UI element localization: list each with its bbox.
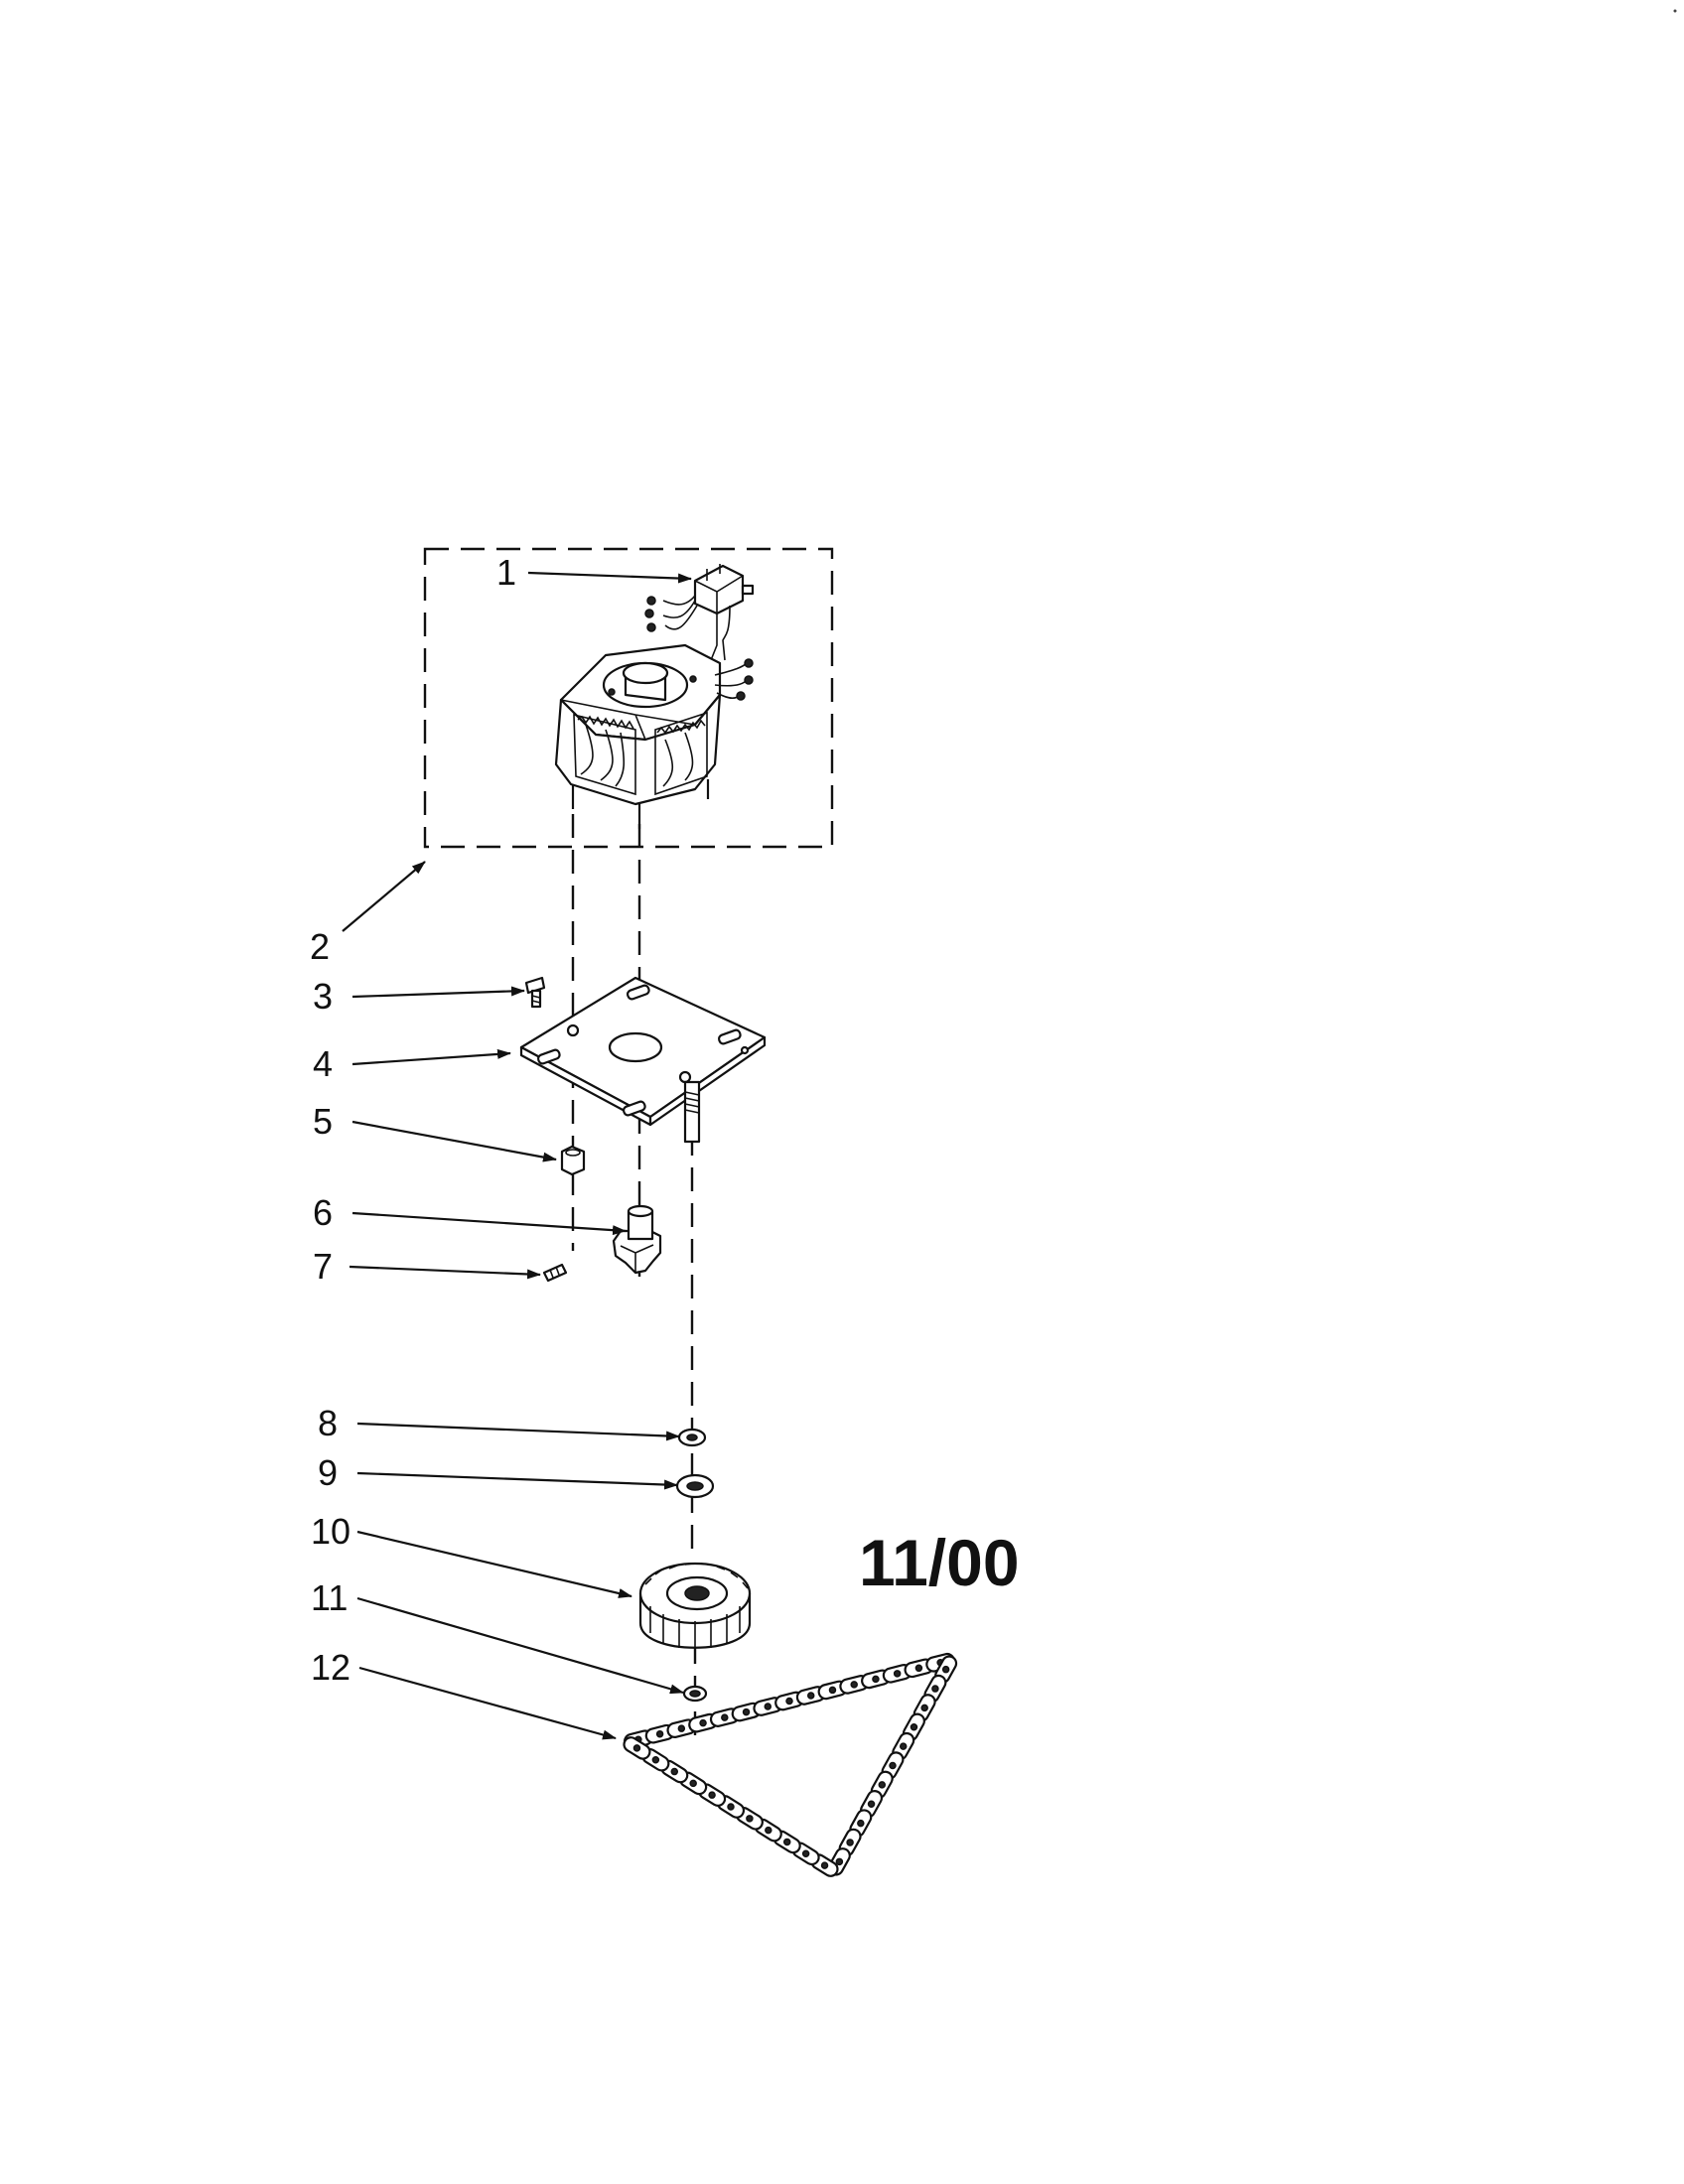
callout-1: 1 [496, 552, 516, 593]
chain-pin [746, 1815, 754, 1823]
chain-pin [846, 1839, 854, 1846]
chain-pin [801, 1849, 810, 1858]
chain-pin [742, 1707, 751, 1716]
chain-pin [931, 1685, 939, 1693]
nut [560, 1145, 586, 1176]
chain-pin [785, 1697, 793, 1706]
leader-lines [342, 571, 692, 1740]
callout-6: 6 [313, 1192, 333, 1233]
chain-pin [878, 1781, 887, 1789]
callout-9: 9 [318, 1452, 338, 1493]
corner-mark [1673, 9, 1677, 13]
motor-assembly-box [423, 547, 834, 849]
chain-pin [899, 1742, 908, 1750]
chain-pin [872, 1675, 880, 1684]
callout-4: 4 [313, 1043, 333, 1084]
set-screw [542, 1263, 568, 1283]
motor [554, 643, 754, 829]
chain-pin [820, 1861, 829, 1869]
chain-pin [835, 1857, 844, 1866]
retaining-ring [682, 1685, 708, 1703]
sprocket [638, 1562, 752, 1650]
callout-7: 7 [313, 1246, 333, 1287]
callout-3: 3 [313, 976, 333, 1017]
screw [524, 976, 546, 1009]
chain-pin [727, 1803, 735, 1811]
pinion-gear [612, 1204, 662, 1275]
chain-pin [889, 1761, 897, 1770]
washer-small [677, 1428, 707, 1447]
chain-pin [708, 1791, 716, 1799]
callout-11: 11 [311, 1577, 348, 1618]
chain-pin [632, 1744, 641, 1752]
chain-pin [941, 1665, 950, 1674]
mounting-plate [519, 976, 767, 1144]
callout-2: 2 [310, 926, 330, 967]
terminal-block [644, 564, 755, 661]
chain-pin [677, 1724, 686, 1732]
callout-10: 10 [311, 1511, 351, 1552]
chain-pin [782, 1838, 791, 1846]
chain-pin [651, 1755, 660, 1764]
callout-8: 8 [318, 1403, 338, 1443]
chain-pin [910, 1723, 918, 1731]
chain-pin [893, 1670, 902, 1678]
chain-pin [699, 1718, 707, 1727]
chain-pin [850, 1681, 858, 1689]
chain-pin [670, 1767, 679, 1776]
callout-5: 5 [313, 1101, 333, 1142]
revision-date: 11/00 [859, 1526, 1020, 1599]
chain-pin [914, 1664, 923, 1673]
chain-pin [721, 1713, 729, 1721]
chain-pin [920, 1704, 928, 1712]
chain-pin [867, 1800, 876, 1808]
chain [623, 1652, 958, 1877]
chain-pin [857, 1819, 865, 1828]
chain-pin [764, 1703, 772, 1710]
washer-large [675, 1473, 715, 1499]
chain-pin [765, 1826, 772, 1835]
chain-pin [689, 1779, 697, 1788]
chain-pin [655, 1729, 664, 1738]
callout-12: 12 [311, 1647, 351, 1688]
chain-pin [806, 1692, 815, 1700]
chain-pin [828, 1686, 837, 1695]
